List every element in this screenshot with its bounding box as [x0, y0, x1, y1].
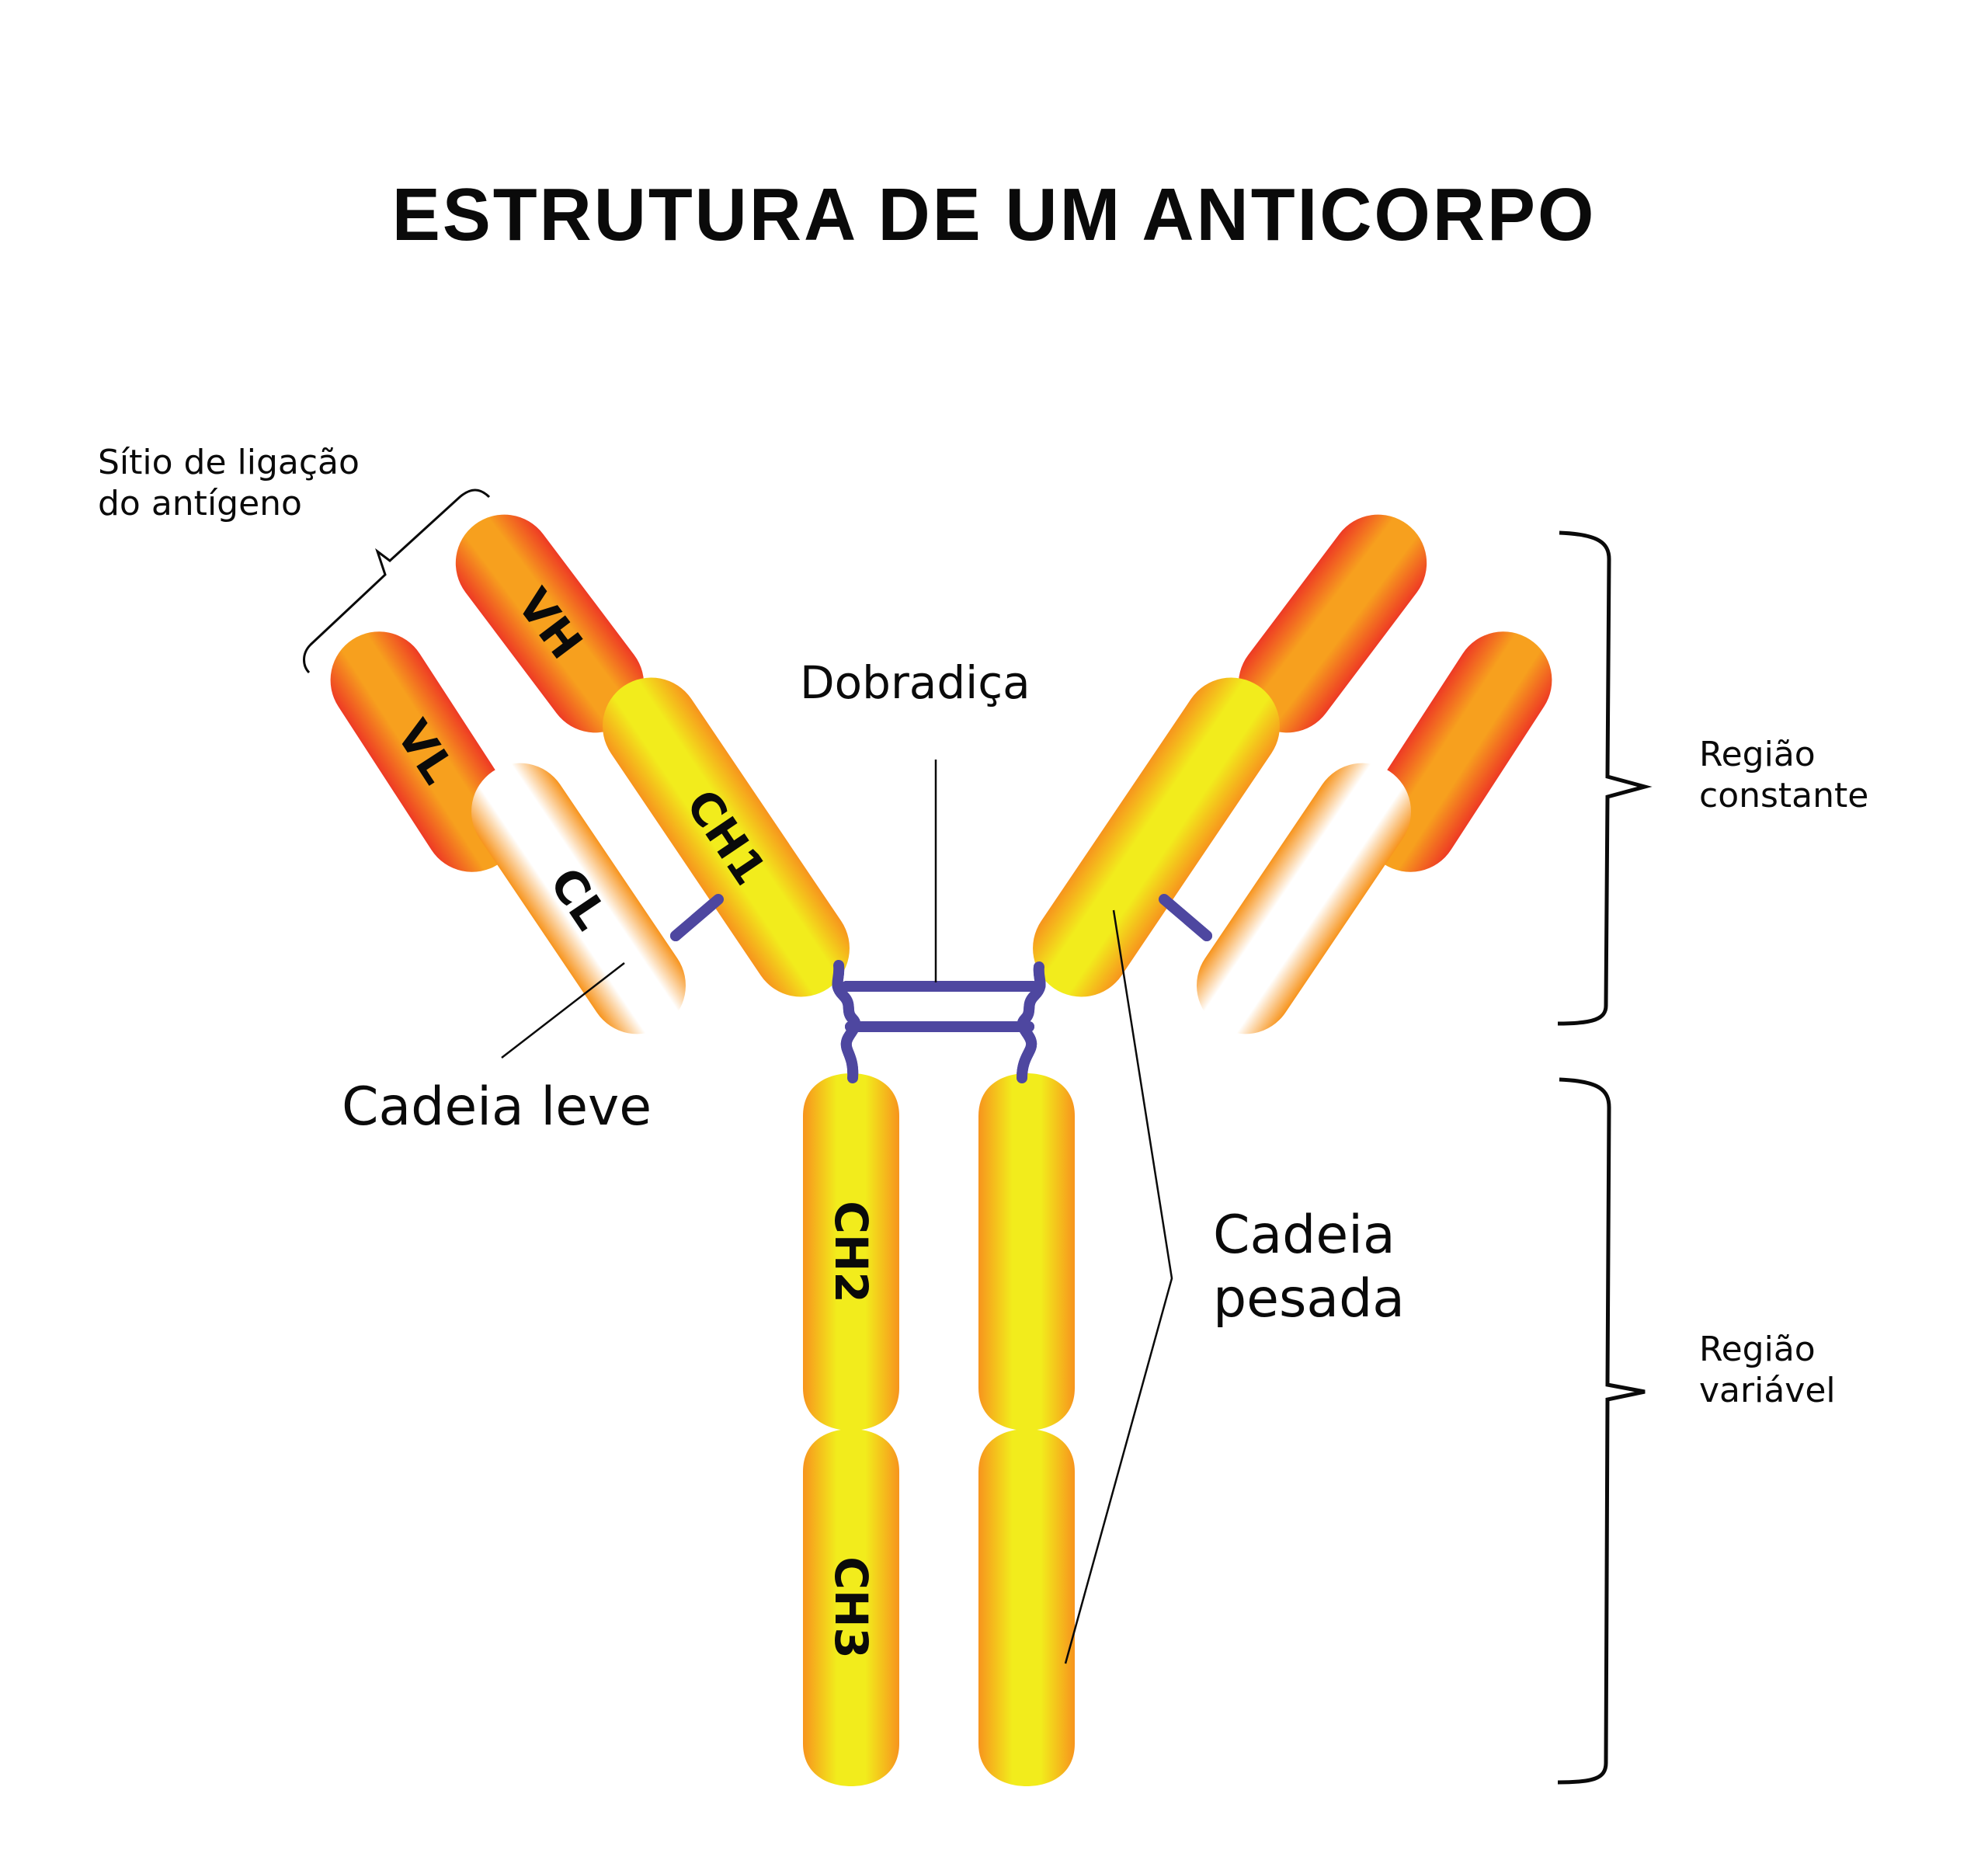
constant-region-brace — [1557, 530, 1653, 1026]
ch2-domain-right-shape — [978, 1073, 1075, 1431]
antigen-site-label: Sítio de ligação do antígeno — [98, 443, 360, 523]
variable-region-label: Região variável — [1699, 1330, 1836, 1410]
vh-domain-right-shape — [1238, 514, 1427, 733]
heavy-chain-leader — [1064, 909, 1173, 1664]
cl-domain-right — [1197, 763, 1411, 1034]
ch1-domain-right — [1033, 677, 1280, 997]
ch3-domain-left: CH3 — [803, 1429, 899, 1786]
cl-domain-right-shape — [1197, 763, 1411, 1034]
ch3-domain-right-shape — [978, 1429, 1075, 1786]
hinge-strand-left-overlay — [832, 960, 861, 1083]
cl-domain-left-shape — [471, 763, 686, 1034]
ch2-domain-right — [978, 1073, 1075, 1431]
ch2-domain-left-label: CH2 — [825, 1201, 878, 1302]
cl-domain-left: CL — [471, 763, 686, 1034]
disulfide-bonds-overlay — [670, 894, 1212, 1083]
ch3-domain-left-shape — [803, 1429, 899, 1786]
ch1-domain-left-shape — [603, 677, 850, 997]
hinge-label: Dobradiça — [800, 656, 1030, 709]
diagram-title: ESTRUTURA DE UM ANTICORPO — [391, 173, 1597, 256]
ch2-domain-left: CH2 — [803, 1073, 899, 1431]
light-heavy-bond-right-overlay — [1159, 894, 1212, 941]
vh-domain-right — [1238, 514, 1427, 733]
hinge-strand-right-overlay — [1017, 961, 1046, 1083]
heavy-chain-label: Cadeia pesada — [1213, 1205, 1405, 1330]
vh-domain-left-shape — [455, 514, 645, 733]
ch3-domain-left-label: CH3 — [825, 1556, 878, 1658]
light-heavy-bond-left-overlay — [670, 894, 724, 941]
vh-domain-left: VH — [455, 514, 645, 733]
leader-lines — [303, 488, 1653, 1785]
light-chain-label: Cadeia leve — [342, 1076, 652, 1138]
variable-region-brace — [1557, 1077, 1646, 1785]
ch3-domain-right — [978, 1429, 1075, 1786]
constant-region-label: Região constante — [1699, 735, 1869, 815]
antigen-site-bracket — [303, 488, 491, 674]
ch1-domain-right-shape — [1033, 677, 1280, 997]
light-chain-leader — [501, 962, 625, 1059]
ch2-domain-left-shape — [803, 1073, 899, 1431]
